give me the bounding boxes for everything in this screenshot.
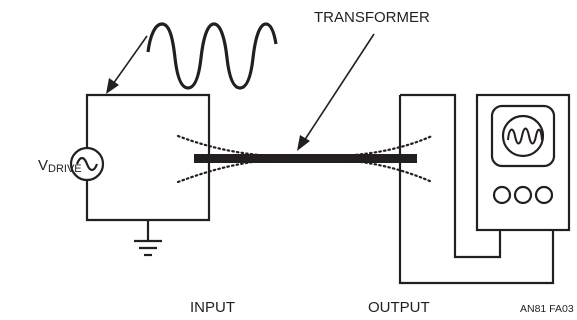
transformer-arrow — [297, 33, 375, 151]
figure-id-label: AN81 FA03 — [520, 303, 574, 315]
waveform-arrow — [106, 35, 148, 94]
drive-waveform — [146, 22, 278, 90]
oscilloscope-knob-1 — [492, 185, 512, 205]
input-loop — [85, 93, 211, 240]
oscilloscope-trace — [507, 127, 543, 145]
ground-icon — [134, 239, 162, 257]
transformer-label: TRANSFORMER — [314, 9, 430, 26]
vdrive-label: VDRIVE — [38, 157, 82, 175]
field-lines-right — [340, 134, 434, 184]
ac-source-icon — [69, 146, 105, 182]
output-label: OUTPUT — [368, 299, 430, 316]
transformer-core — [194, 154, 417, 163]
output-loop — [398, 93, 555, 285]
input-label: INPUT — [190, 299, 235, 316]
oscilloscope-knob-3 — [534, 185, 554, 205]
oscilloscope — [475, 93, 571, 232]
field-lines-left — [176, 134, 272, 184]
oscilloscope-knob-2 — [513, 185, 533, 205]
